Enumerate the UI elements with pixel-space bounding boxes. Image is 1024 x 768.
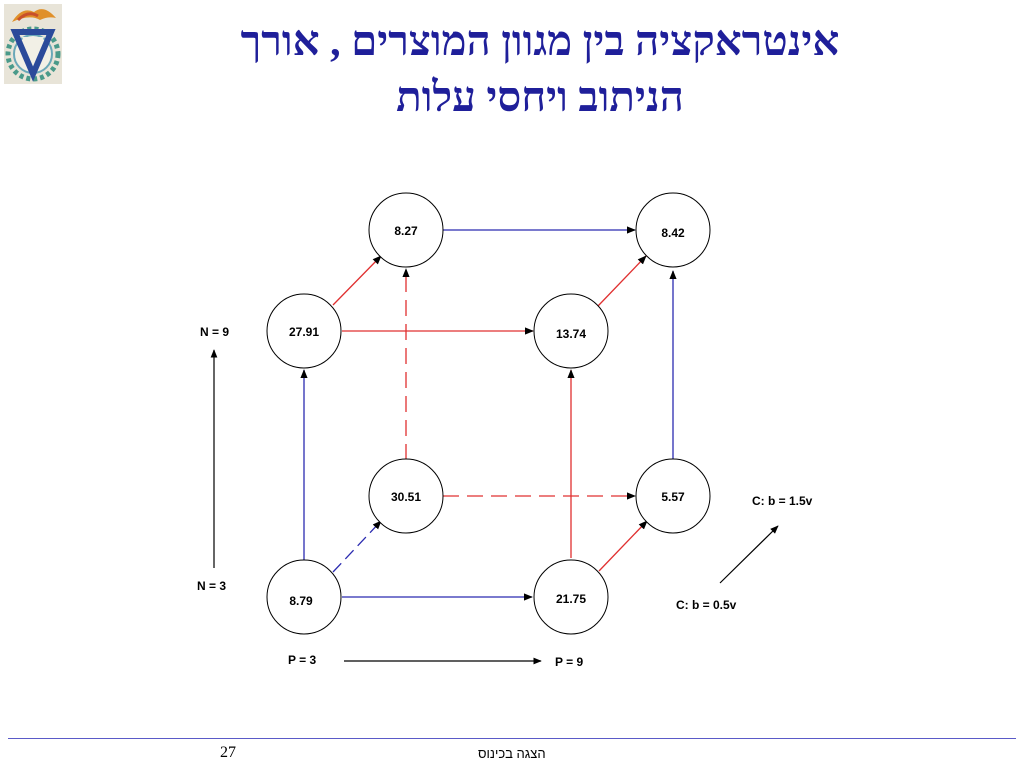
- node-value: 21.75: [556, 592, 586, 606]
- label-c-low: C: b = 0.5v: [676, 598, 737, 612]
- node-back-bottom-left: 30.51: [368, 458, 444, 534]
- axis-c-arrow: [719, 525, 779, 584]
- page-number: 27: [220, 744, 236, 761]
- node-value: 8.42: [661, 226, 685, 240]
- edge-fbr-bbr: [598, 520, 648, 572]
- footer-divider: [8, 738, 1016, 739]
- label-n-low: N = 3: [197, 579, 226, 593]
- node-back-top-left: 8.27: [368, 192, 444, 268]
- slide-title-line-2: הניתוב ויחסי עלות: [396, 75, 684, 121]
- label-p-low: P = 3: [288, 653, 316, 667]
- node-value: 5.57: [661, 490, 685, 504]
- node-value: 8.27: [394, 224, 418, 238]
- slide-title-line-1: אינטראקציה בין מגוון המוצרים , אורך: [240, 19, 840, 65]
- node-back-top-right: 8.42: [635, 192, 711, 268]
- label-n-high: N = 9: [200, 325, 229, 339]
- node-front-bottom-left: 8.79: [266, 559, 342, 635]
- slide-title: אינטראקציה בין מגוון המוצרים , אורך הנית…: [70, 14, 1010, 126]
- edge-fbl-bbl: [332, 520, 382, 573]
- node-front-bottom-right: 21.75: [533, 559, 609, 635]
- node-value: 27.91: [289, 325, 319, 339]
- node-back-bottom-right: 5.57: [635, 458, 711, 534]
- technion-logo-icon: [4, 4, 62, 84]
- node-front-top-right: 13.74: [533, 293, 609, 369]
- label-p-high: P = 9: [555, 655, 583, 669]
- edge-ftl-btl: [332, 255, 382, 306]
- footer-text: הצגה בכינוס: [478, 746, 546, 761]
- node-value: 30.51: [391, 490, 421, 504]
- node-front-top-left: 27.91: [266, 293, 342, 369]
- node-value: 13.74: [556, 327, 586, 341]
- node-value: 8.79: [289, 594, 313, 608]
- edge-ftr-btr: [597, 255, 647, 307]
- label-c-high: C: b = 1.5v: [752, 494, 813, 508]
